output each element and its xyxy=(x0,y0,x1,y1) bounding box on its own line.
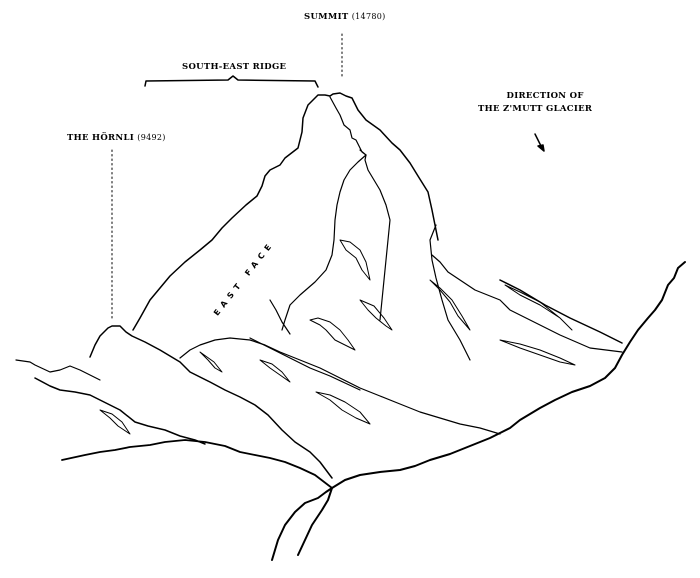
south-east-ridge-name: SOUTH-EAST RIDGE xyxy=(182,62,287,72)
summit-elevation: (14780) xyxy=(351,12,386,21)
hornli-name: THE HÖRNLI xyxy=(67,133,135,143)
peak-left-outline xyxy=(132,92,439,331)
ridge-bracket xyxy=(144,75,319,88)
zmutt-line1: DIRECTION OF xyxy=(506,91,584,101)
hornli-elevation: (9492) xyxy=(137,133,166,142)
zmutt-line2: THE Z'MUTT GLACIER xyxy=(478,104,593,114)
hornli-label: THE HÖRNLI (9492) xyxy=(67,133,166,143)
summit-name: SUMMIT xyxy=(304,12,349,22)
lower-gorge xyxy=(271,487,333,561)
hornli-ridge xyxy=(89,325,333,479)
zmutt-label: DIRECTION OF THE Z'MUTT GLACIER xyxy=(478,91,592,114)
right-gorge xyxy=(331,261,686,489)
south-east-ridge-label: SOUTH-EAST RIDGE xyxy=(182,62,286,72)
summit-label: SUMMIT (14780) xyxy=(304,12,386,22)
